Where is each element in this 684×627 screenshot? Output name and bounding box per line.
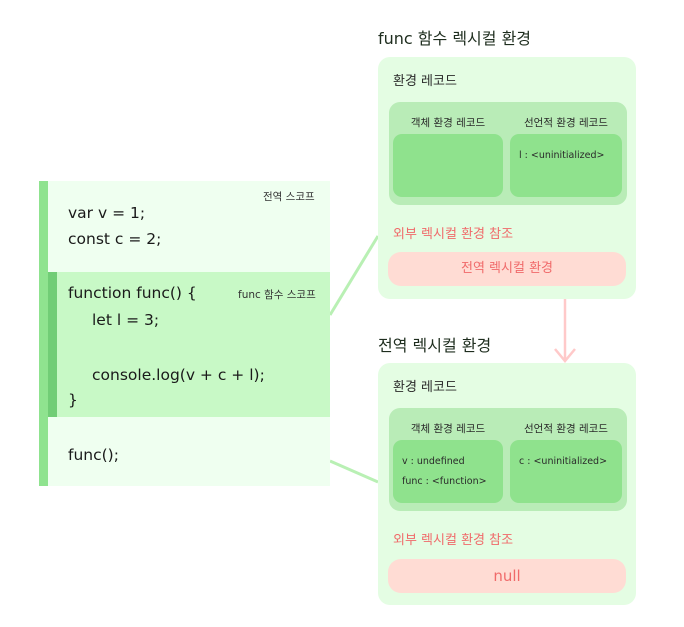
- global-scope-bar: [39, 181, 48, 486]
- global-outer-ref-label: 외부 렉시컬 환경 참조: [393, 533, 514, 548]
- code-line: console.log(v + c + l);: [92, 366, 265, 384]
- global-env-title: 전역 렉시컬 환경: [378, 336, 492, 355]
- global-scope-connector: [329, 459, 379, 484]
- func-scope-bar: [48, 272, 57, 417]
- global-scope-tag: 전역 스코프: [263, 191, 315, 203]
- record-binding: v : undefined: [402, 456, 465, 467]
- func-object-record-box: [393, 134, 503, 197]
- global-outer-ref-value: null: [388, 559, 626, 593]
- code-line: const c = 2;: [68, 230, 162, 248]
- func-declarative-record-box: l : <uninitialized>: [510, 134, 622, 197]
- code-line: function func() {: [68, 284, 197, 302]
- func-declarative-record-title: 선언적 환경 레코드: [524, 117, 608, 129]
- global-declarative-record-title: 선언적 환경 레코드: [524, 423, 608, 435]
- record-binding: func : <function>: [402, 476, 487, 487]
- global-object-record-title: 객체 환경 레코드: [410, 423, 486, 435]
- global-env-record-title: 환경 레코드: [393, 380, 457, 395]
- func-scope-block: [48, 272, 330, 417]
- global-declarative-record-box: c : <uninitialized>: [510, 440, 622, 503]
- record-binding: l : <uninitialized>: [519, 150, 605, 161]
- code-line: var v = 1;: [68, 204, 146, 222]
- record-binding: c : <uninitialized>: [519, 456, 608, 467]
- code-line: func();: [68, 446, 119, 464]
- code-line: }: [68, 391, 78, 409]
- func-scope-tag: func 함수 스코프: [238, 289, 316, 301]
- outer-reference-arrow-head: [554, 348, 576, 363]
- func-object-record-title: 객체 환경 레코드: [410, 117, 486, 129]
- func-env-record-title: 환경 레코드: [393, 74, 457, 89]
- global-object-record-box: v : undefined func : <function>: [393, 440, 503, 503]
- func-outer-ref-label: 외부 렉시컬 환경 참조: [393, 227, 514, 242]
- func-env-title: func 함수 렉시컬 환경: [378, 29, 532, 48]
- func-outer-ref-value: 전역 렉시컬 환경: [388, 252, 626, 286]
- code-line: let l = 3;: [92, 311, 160, 329]
- func-scope-connector: [328, 235, 380, 316]
